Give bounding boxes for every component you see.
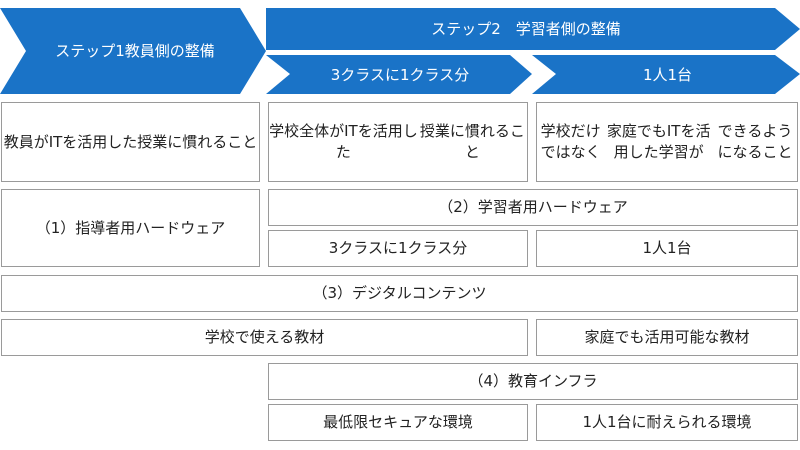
goal-teacher-line: 授業に慣れること (137, 132, 258, 151)
digital-contents: （3）デジタルコンテンツ (1, 275, 798, 312)
step2-sub-left: 3クラスに1クラス分 (330, 65, 470, 84)
goal-school-line: 授業に慣れること (419, 122, 525, 161)
learner-hardware: （2）学習者用ハードウェア (268, 189, 798, 226)
step2-sub-right-arrow (532, 55, 800, 94)
step1-line1: ステップ1 (55, 42, 125, 60)
goal-home: 学校だけではなく 家庭でもITを活用した学習が できるようになること (536, 102, 798, 182)
goal-school-line: 学校全体がITを活用した (269, 122, 418, 161)
learner-hardware-left: 3クラスに1クラス分 (268, 230, 528, 267)
goal-teacher: 教員がITを活用した 授業に慣れること (1, 102, 260, 182)
infra-left: 最低限セキュアな環境 (268, 404, 528, 441)
contents-school: 学校で使える教材 (1, 319, 528, 356)
goal-home-line: 学校だけではなく (540, 122, 601, 161)
step2-sub-left-arrow (266, 55, 532, 94)
teacher-hardware: （1）指導者用ハードウェア (1, 189, 260, 267)
step1-label: ステップ1 教員側の整備 (20, 10, 250, 92)
learner-hardware-right: 1人1台 (536, 230, 798, 267)
step2-arrow (266, 8, 800, 50)
infra-right: 1人1台に耐えられる環境 (536, 404, 798, 441)
step1-line2: 教員側の整備 (124, 42, 215, 60)
step2-title: ステップ2 学習者側の整備 (431, 20, 621, 38)
arrow-graphics (0, 8, 800, 94)
education-infra: （4）教育インフラ (268, 363, 798, 400)
goal-teacher-line: 教員がITを活用した (3, 132, 138, 151)
goal-home-line: できるようになること (717, 122, 793, 161)
goal-school: 学校全体がITを活用した 授業に慣れること (268, 102, 528, 182)
contents-home: 家庭でも活用可能な教材 (536, 319, 798, 356)
step1-arrow (0, 8, 266, 94)
step2-sub-right: 1人1台 (642, 65, 693, 84)
goal-home-line: 家庭でもITを活用した学習が (606, 122, 711, 161)
